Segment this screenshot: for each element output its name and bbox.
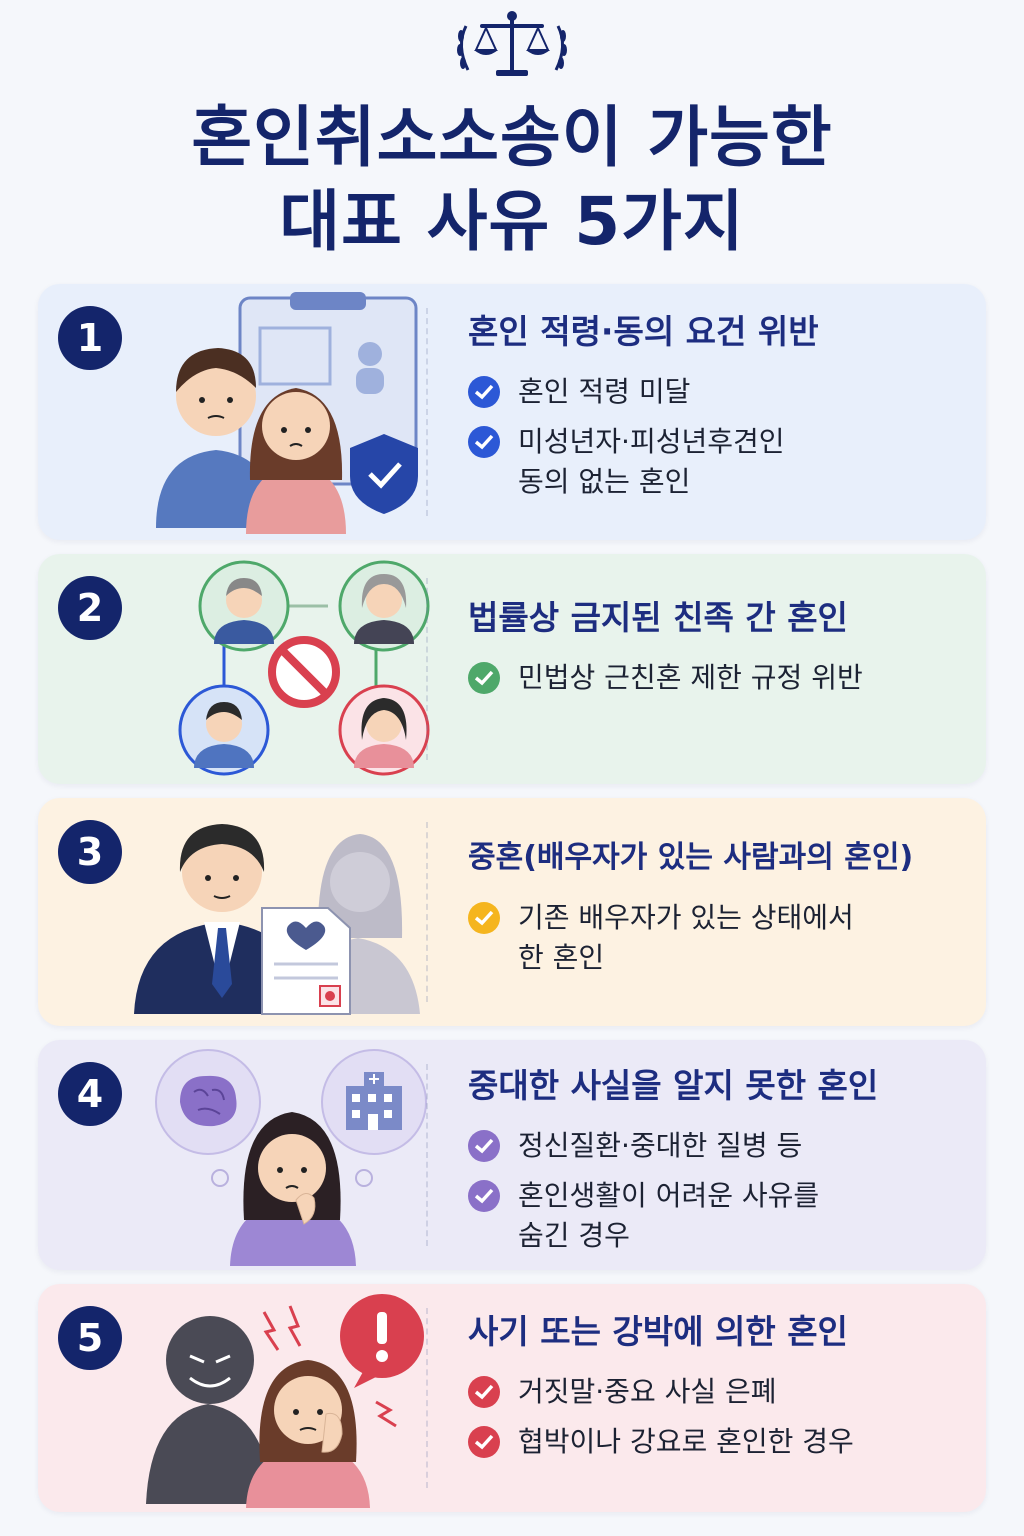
card-divider <box>426 308 428 516</box>
list-item: 기존 배우자가 있는 상태에서 한 혼인 <box>468 898 968 978</box>
list-item: 혼인 적령 미달 <box>468 372 968 412</box>
card-divider <box>426 1064 428 1246</box>
card-content: 혼인 적령·동의 요건 위반 혼인 적령 미달 미성년자·피성년후견인 동의 없… <box>468 308 968 512</box>
check-icon <box>468 902 500 934</box>
reason-card-5: 5 사기 또는 강박에 의한 혼인 거짓말·중요 사실 은폐 협박이나 강요로 … <box>38 1284 986 1512</box>
check-icon <box>468 376 500 408</box>
card-content: 법률상 금지된 친족 간 혼인 민법상 근친혼 제한 규정 위반 <box>468 594 968 708</box>
card-divider <box>426 822 428 1002</box>
check-icon <box>468 1180 500 1212</box>
card-title: 혼인 적령·동의 요건 위반 <box>468 312 819 351</box>
page-title: 혼인취소소송이 가능한 대표 사유 5가지 <box>191 99 833 260</box>
card-content: 중혼(배우자가 있는 사람과의 혼인) 기존 배우자가 있는 상태에서 한 혼인 <box>468 834 968 988</box>
fraud-coercion-illustration <box>146 1294 424 1508</box>
check-icon <box>468 1376 500 1408</box>
reason-card-3: 3 중혼(배우자가 있는 사람과의 혼인) 기존 배우자가 있는 상태에서 한 … <box>38 798 986 1026</box>
card-number: 4 <box>58 1062 122 1126</box>
reason-card-4: 4 중대한 사실을 알지 못한 혼인 정신질환·중대한 질병 등 혼인생활이 어… <box>38 1040 986 1270</box>
check-icon <box>468 1426 500 1458</box>
card-title: 중혼(배우자가 있는 사람과의 혼인) <box>468 840 914 875</box>
card-number: 3 <box>58 820 122 884</box>
bigamy-illustration <box>134 824 420 1015</box>
worried-woman-illustration <box>155 1049 427 1266</box>
card-title: 중대한 사실을 알지 못한 혼인 <box>468 1066 879 1105</box>
couple-with-document-illustration <box>156 292 418 534</box>
list-item: 협박이나 강요로 혼인한 경우 <box>468 1422 968 1462</box>
card-divider <box>426 578 428 760</box>
check-icon <box>468 1130 500 1162</box>
family-tree-prohibited-illustration <box>178 560 430 776</box>
card-content: 사기 또는 강박에 의한 혼인 거짓말·중요 사실 은폐 협박이나 강요로 혼인… <box>468 1308 968 1472</box>
card-content: 중대한 사실을 알지 못한 혼인 정신질환·중대한 질병 등 혼인생활이 어려운… <box>468 1062 968 1266</box>
list-item: 혼인생활이 어려운 사유를 숨긴 경우 <box>468 1176 968 1256</box>
card-number: 1 <box>58 306 122 370</box>
list-item: 거짓말·중요 사실 은폐 <box>468 1372 968 1412</box>
card-number: 5 <box>58 1306 122 1370</box>
card-number: 2 <box>58 576 122 640</box>
reason-card-1: 1 혼인 적령·동의 요건 위반 혼인 적령 미달 미성년자·피성년후견인 동의… <box>38 284 986 540</box>
check-icon <box>468 426 500 458</box>
card-title: 법률상 금지된 친족 간 혼인 <box>468 598 848 637</box>
card-title: 사기 또는 강박에 의한 혼인 <box>468 1312 848 1351</box>
check-icon <box>468 662 500 694</box>
list-item: 정신질환·중대한 질병 등 <box>468 1126 968 1166</box>
card-divider <box>426 1308 428 1488</box>
header: 혼인취소소송이 가능한 대표 사유 5가지 <box>0 0 1024 280</box>
reason-card-2: 2 법률상 금지된 친족 간 혼인 민법상 근친혼 제한 규정 위반 <box>38 554 986 784</box>
scales-of-justice-icon <box>457 11 567 76</box>
list-item: 미성년자·피성년후견인 동의 없는 혼인 <box>468 422 968 502</box>
list-item: 민법상 근친혼 제한 규정 위반 <box>468 658 968 698</box>
